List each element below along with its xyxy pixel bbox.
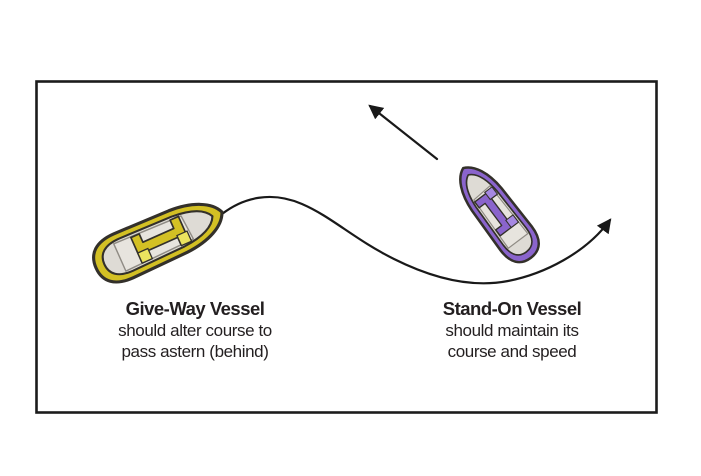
give-way-vessel-boat [92, 202, 224, 284]
stand-on-vessel-label: Stand-On Vessel should maintain its cour… [407, 297, 617, 362]
give-way-seat-bow [176, 230, 193, 247]
give-way-course-arrow [220, 195, 612, 285]
stand-on-course-arrow [368, 104, 439, 161]
stand-on-seat-bow [484, 186, 499, 201]
give-way-vessel-line-2: pass astern (behind) [121, 342, 269, 361]
give-way-vessel-label: Give-Way Vessel should alter course to p… [90, 297, 300, 362]
stand-on-vessel-title: Stand-On Vessel [442, 298, 582, 319]
diagram-frame [35, 80, 658, 414]
stand-on-seat-stern [505, 214, 520, 229]
stand-on-vessel-boat [459, 166, 540, 264]
give-way-vessel-line-1: should alter course to [118, 321, 272, 340]
stand-on-vessel-line-1: should maintain its [445, 321, 579, 340]
give-way-seat-stern [136, 247, 154, 264]
give-way-vessel-title: Give-Way Vessel [125, 298, 265, 319]
stand-on-vessel-line-2: course and speed [447, 342, 577, 361]
